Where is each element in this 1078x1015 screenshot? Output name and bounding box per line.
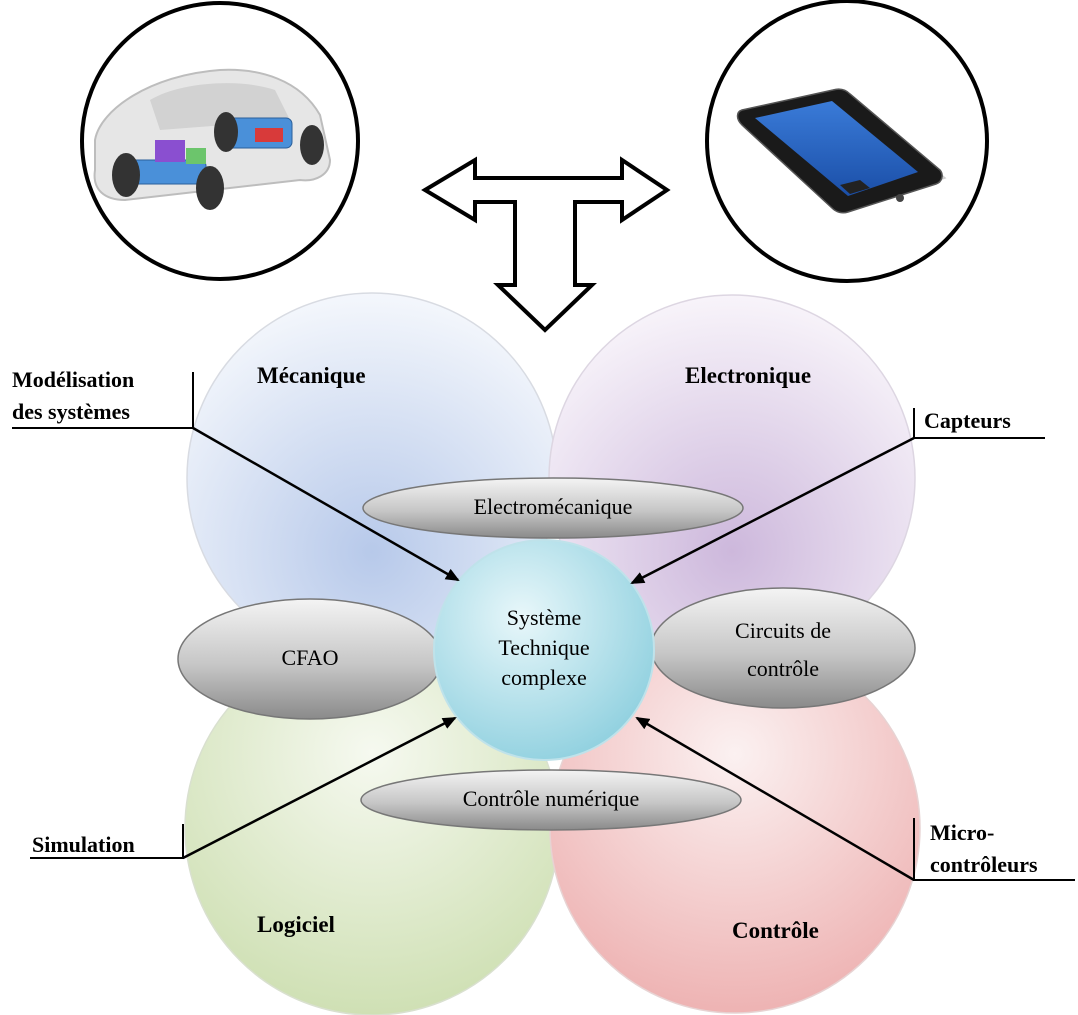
micro-line1: Micro- [930, 820, 995, 845]
controle-label: Contrôle [732, 918, 819, 943]
modelisation-line1: Modélisation [12, 367, 135, 392]
circuits-controle-line1: Circuits de [735, 618, 831, 643]
controle-numerique-ellipse [360, 769, 742, 831]
modelisation-arrow [192, 426, 460, 582]
simulation-arrow [182, 716, 457, 860]
center-line1: Système [506, 605, 582, 630]
mecanique-label: Mécanique [257, 363, 366, 388]
simulation-callout: Simulation [32, 832, 135, 857]
modelisation-callout: Modélisation des systèmes [12, 364, 134, 428]
center-label: Système Technique complexe [464, 603, 624, 693]
capteurs-callout: Capteurs [924, 408, 1011, 433]
cfao-label: CFAO [281, 645, 339, 670]
electronique-label: Electronique [685, 363, 812, 388]
circuits-controle-label: Circuits de contrôle [690, 612, 876, 688]
smartphone-illustration [736, 88, 947, 214]
center-line3: complexe [501, 665, 587, 690]
controle-numerique-label: Contrôle numérique [462, 786, 640, 811]
logiciel-label: Logiciel [257, 912, 335, 937]
center-line2: Technique [498, 635, 590, 660]
micro-arrow [635, 716, 915, 882]
t-arrow [421, 156, 671, 333]
electromecanique-ellipse [362, 477, 744, 539]
capteurs-arrow [630, 436, 915, 585]
micro-callout: Micro- contrôleurs [930, 817, 1038, 881]
micro-line2: contrôleurs [930, 852, 1038, 877]
modelisation-line2: des systèmes [12, 399, 130, 424]
electric-car-illustration [93, 68, 332, 210]
circuits-controle-line2: contrôle [746, 656, 820, 681]
center-circle [433, 539, 655, 761]
electromecanique-label: Electromécanique [473, 494, 633, 519]
